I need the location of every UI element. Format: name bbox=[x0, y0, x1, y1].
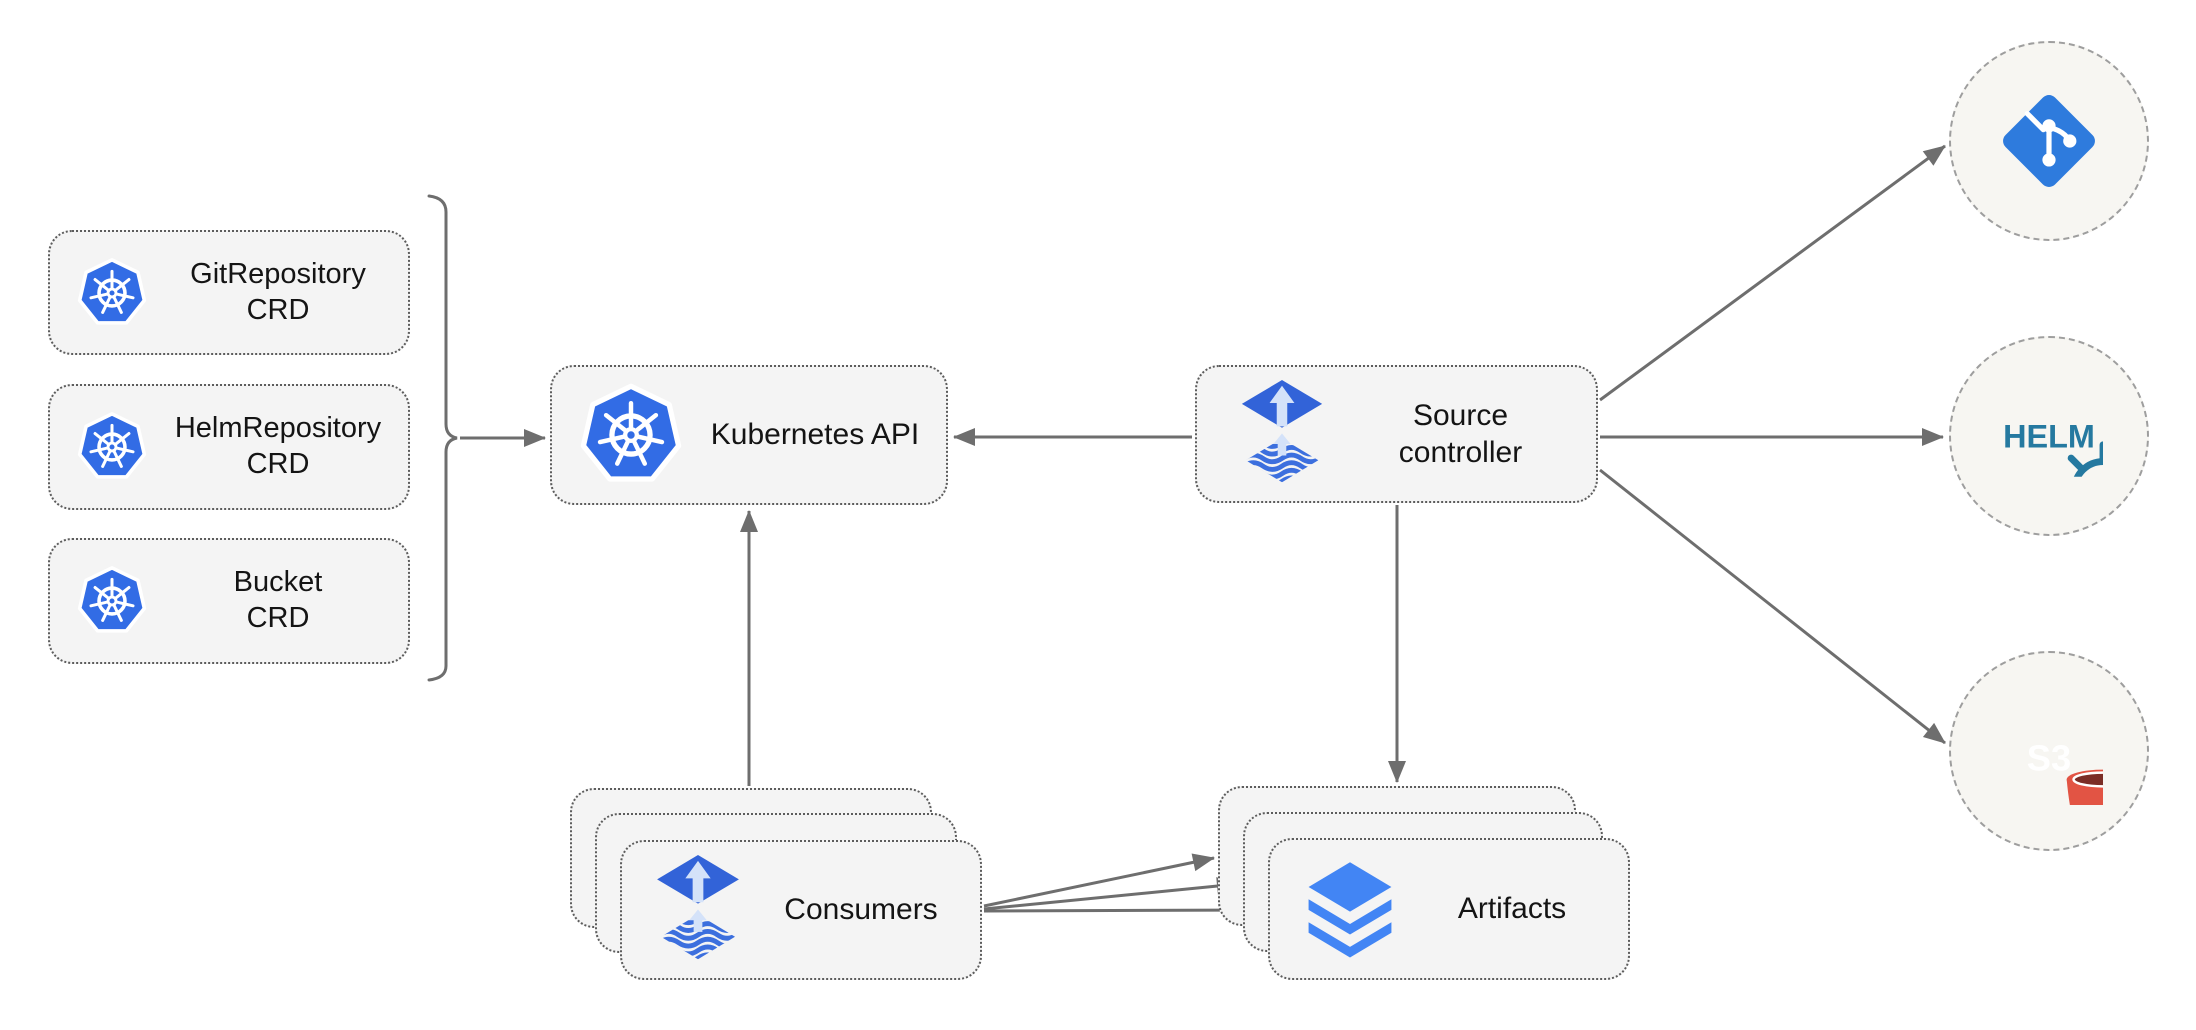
node-label: GitRepository CRD bbox=[148, 257, 408, 329]
layers-icon bbox=[1304, 857, 1396, 961]
node-label: HelmRepository CRD bbox=[148, 411, 408, 483]
node-helmrepository-crd: HelmRepository CRD bbox=[48, 384, 410, 510]
node-artifacts: Artifacts bbox=[1268, 838, 1630, 980]
kubernetes-icon bbox=[76, 565, 148, 637]
node-label: Source controller bbox=[1325, 397, 1596, 471]
node-consumers: Consumers bbox=[620, 840, 982, 980]
node-label-line1: Artifacts bbox=[1457, 892, 1567, 926]
kubernetes-icon bbox=[76, 411, 148, 483]
node-label-line1: HelmRepository bbox=[174, 412, 382, 445]
node-label-line1: Source bbox=[1412, 398, 1509, 432]
edge-sourcectrl-to-s3 bbox=[1599, 468, 1946, 745]
s3-bucket-icon: S3 bbox=[2027, 738, 2103, 805]
node-label-line2: CRD bbox=[246, 602, 310, 634]
node-label-line2: CRD bbox=[246, 293, 310, 326]
node-label: Artifacts bbox=[1396, 890, 1628, 927]
node-label: Consumers bbox=[742, 891, 980, 928]
node-label-line2: controller bbox=[1398, 436, 1523, 469]
node-gitrepository-crd: GitRepository CRD bbox=[48, 230, 410, 355]
s3-provider-circle: S3 bbox=[1949, 651, 2149, 851]
node-bucket-crd: Bucket CRD bbox=[48, 538, 410, 664]
git-icon bbox=[1997, 89, 2101, 193]
helm-wordmark: HELM bbox=[2003, 418, 2095, 454]
node-label: Bucket CRD bbox=[148, 565, 408, 637]
node-label-line1: Consumers bbox=[784, 893, 938, 927]
edge-consumers-to-artifacts-3 bbox=[983, 901, 1263, 920]
crd-group-brace bbox=[427, 194, 458, 682]
flux-icon bbox=[654, 854, 742, 967]
node-label-line1: GitRepository bbox=[190, 257, 366, 290]
node-label-line1: Kubernetes API bbox=[710, 418, 920, 452]
git-provider-circle bbox=[1949, 41, 2149, 241]
node-kubernetes-api: Kubernetes API bbox=[550, 365, 948, 505]
edge-sourcectrl-to-git bbox=[1599, 144, 1946, 402]
edge-consumers-to-artifacts-2 bbox=[983, 877, 1239, 911]
edge-consumers-to-artifacts-1 bbox=[983, 853, 1215, 908]
s3-wordmark: S3 bbox=[2027, 738, 2071, 779]
kubernetes-icon bbox=[76, 257, 148, 329]
kubernetes-icon bbox=[578, 382, 684, 488]
flux-icon bbox=[1239, 379, 1325, 490]
node-label: Kubernetes API bbox=[684, 416, 946, 453]
helm-icon: HELM bbox=[2003, 418, 2103, 490]
node-label-line1: Bucket bbox=[233, 566, 323, 599]
helm-provider-circle: HELM bbox=[1949, 336, 2149, 536]
node-label-line2: CRD bbox=[246, 448, 310, 480]
node-source-controller: Source controller bbox=[1195, 365, 1598, 503]
